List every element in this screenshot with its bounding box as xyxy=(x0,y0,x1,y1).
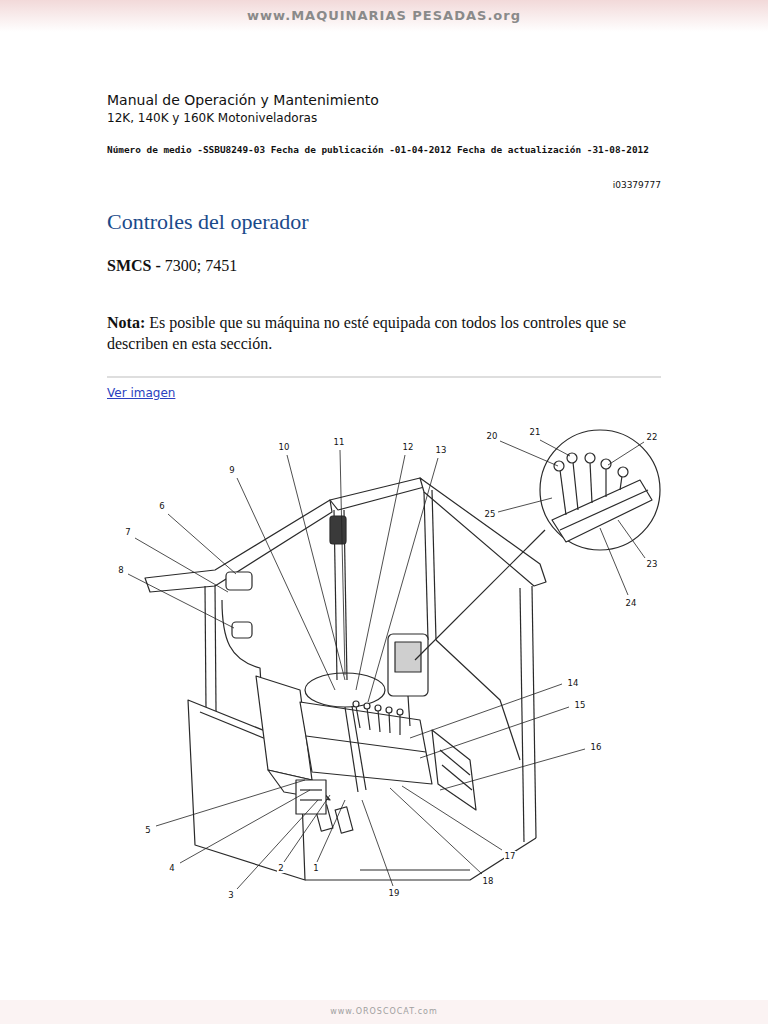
callout-number: 15 xyxy=(574,700,587,710)
callout-number: 4 xyxy=(168,863,175,873)
footer-band xyxy=(0,1000,768,1024)
callout-number: 1 xyxy=(312,863,319,873)
section-title: Controles del operador xyxy=(107,209,309,235)
callout-number: 16 xyxy=(590,742,603,752)
publication-info: Número de medio -SSBU8249-03 Fecha de pu… xyxy=(107,144,649,155)
callout-number: 3 xyxy=(227,890,234,900)
callout-number: 23 xyxy=(646,559,659,569)
manual-subtitle: 12K, 140K y 160K Motoniveladoras xyxy=(107,111,317,125)
callout-number: 8 xyxy=(117,565,124,575)
callout-number: 19 xyxy=(388,888,401,898)
note-text: Es posible que su máquina no esté equipa… xyxy=(107,314,626,352)
callout-number: 25 xyxy=(484,509,497,519)
callout-number: 11 xyxy=(333,437,346,447)
rule xyxy=(107,377,661,378)
callout-number: 5 xyxy=(144,825,151,835)
callout-number: 7 xyxy=(124,527,131,537)
document-id: i03379777 xyxy=(613,180,661,190)
callout-number: 9 xyxy=(228,465,235,475)
callout-number: 14 xyxy=(567,678,580,688)
cab-drawing xyxy=(145,430,660,880)
header-band xyxy=(0,0,768,32)
callout-number: 20 xyxy=(486,431,499,441)
callout-number: 21 xyxy=(529,427,542,437)
watermark: www.MAQUINARIAS PESADAS.org xyxy=(247,8,521,23)
smcs-codes: 7300; 7451 xyxy=(165,257,237,274)
watermark: www.OROSCOCAT.com xyxy=(330,1007,438,1016)
smcs-line: SMCS -7300; 7451 xyxy=(107,255,237,276)
callout-number: 10 xyxy=(278,442,291,452)
manual-title: Manual de Operación y Mantenimiento xyxy=(107,92,379,108)
callout-number: 6 xyxy=(158,501,165,511)
note-label: Nota: xyxy=(107,314,145,331)
smcs-label: SMCS - xyxy=(107,257,161,274)
callout-number: 24 xyxy=(625,598,638,608)
leader-lines xyxy=(128,440,645,889)
callout-number: 13 xyxy=(435,445,448,455)
view-image-link: Ver imagen xyxy=(107,386,175,400)
callout-number: 12 xyxy=(402,442,415,452)
note-paragraph: Nota:Es posible que su máquina no esté e… xyxy=(107,312,663,354)
callout-number: 2 xyxy=(277,863,284,873)
callout-number: 17 xyxy=(504,851,517,861)
callout-number: 22 xyxy=(646,432,659,442)
callout-number: 18 xyxy=(482,876,495,886)
